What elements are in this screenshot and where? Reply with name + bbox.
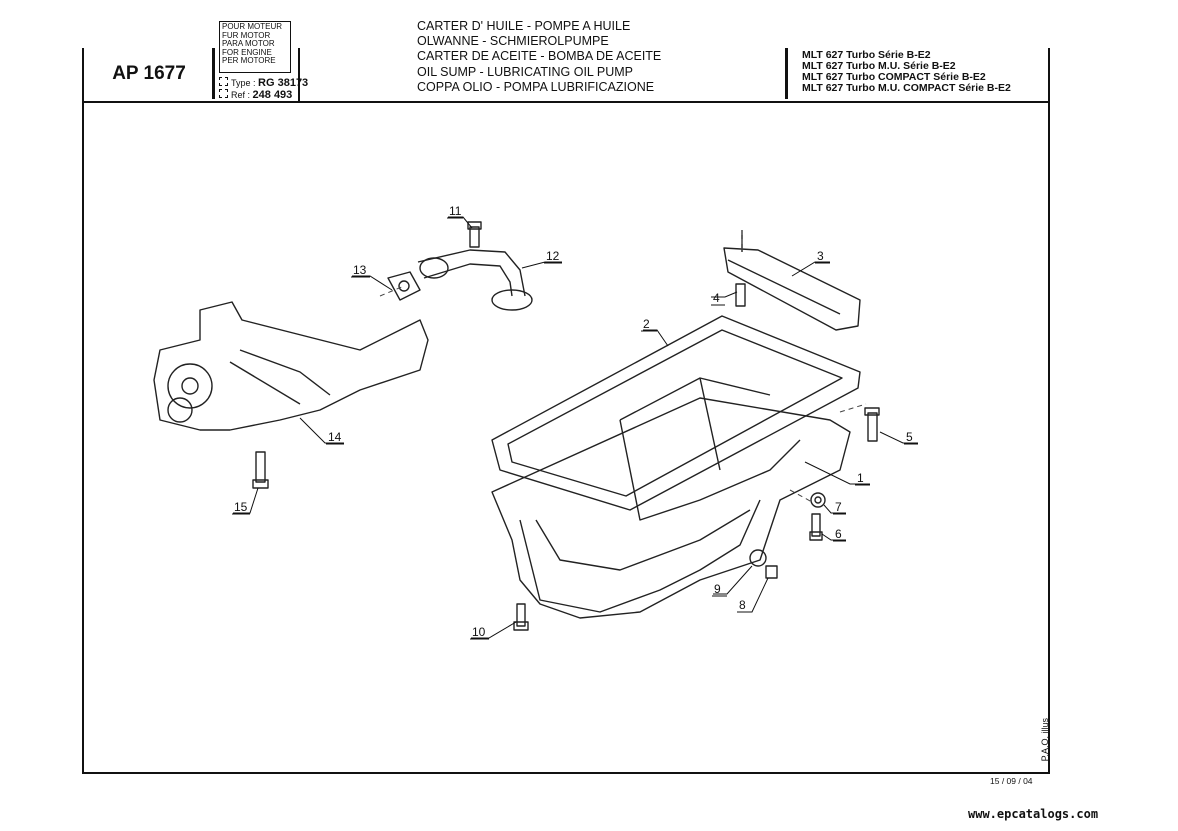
bolt-11 — [467, 221, 482, 248]
leader-6 — [821, 533, 846, 541]
model-item: MLT 627 Turbo M.U. COMPACT Série B-E2 — [802, 82, 1011, 94]
engine-label-de: FUR MOTOR — [222, 30, 271, 40]
callout-5: 5 — [906, 430, 913, 444]
leader-9 — [713, 565, 753, 595]
title-en: OIL SUMP - LUBRICATING OIL PUMP — [417, 64, 634, 79]
callout-4: 4 — [713, 291, 720, 305]
suction-pipe — [417, 249, 533, 311]
callout-7: 7 — [835, 500, 842, 514]
callout-1: 1 — [857, 471, 864, 485]
title-fr: CARTER D' HUILE - POMPE A HUILE — [417, 19, 631, 33]
engine-label-en: FOR ENGINE — [222, 47, 272, 57]
engine-type-ref: Type : RG 38173 Ref : 248 493 — [219, 77, 308, 101]
leader-12 — [521, 261, 562, 269]
oil-pump — [153, 301, 429, 431]
bolt-10 — [513, 603, 529, 631]
engine-label-box: POUR MOTEUR FUR MOTOR PARA MOTOR FOR ENG… — [219, 21, 291, 73]
ref-value: 248 493 — [252, 89, 293, 101]
leader-11 — [448, 216, 473, 229]
leader-5 — [879, 431, 918, 444]
pipe-gasket — [387, 271, 421, 301]
engine-label-it: PER MOTORE — [222, 56, 276, 66]
leader-14 — [299, 417, 344, 444]
website-watermark: www.epcatalogs.com — [968, 807, 1099, 821]
checkbox-icon — [219, 89, 228, 98]
leader-4 — [711, 291, 738, 298]
seal-ring — [749, 549, 767, 567]
ref-label: Ref : — [231, 90, 251, 100]
model-item: MLT 627 Turbo M.U. Série B-E2 — [802, 60, 956, 72]
engine-label-es: PARA MOTOR — [222, 39, 275, 49]
washer-7 — [810, 492, 826, 508]
pao-illus-credit: P.A.O. illus — [1040, 718, 1050, 762]
title-es: CARTER DE ACEITE - BOMBA DE ACEITE — [417, 49, 662, 64]
leader-13 — [352, 275, 393, 291]
print-date: 15 / 09 / 04 — [990, 776, 1033, 786]
drawing-frame — [82, 48, 1050, 774]
bolt-5 — [864, 407, 880, 442]
leader-10 — [471, 621, 517, 639]
callout-12: 12 — [546, 249, 560, 263]
callout-14: 14 — [328, 430, 342, 444]
model-item: MLT 627 Turbo Série B-E2 — [802, 49, 931, 61]
type-value: RG 38173 — [258, 77, 309, 89]
callout-2: 2 — [643, 317, 650, 331]
leader-3 — [791, 261, 830, 277]
header-divider — [298, 48, 300, 101]
callout-9: 9 — [714, 582, 721, 596]
title-de: OLWANNE - SCHMIEROLPUMPE — [417, 34, 609, 49]
checkbox-icon — [219, 77, 228, 86]
callout-15: 15 — [234, 500, 248, 514]
callout-3: 3 — [817, 249, 824, 263]
page-title-block: CARTER D' HUILE - POMPE A HUILE OLWANNE … — [417, 19, 661, 95]
stud-bolt — [735, 283, 746, 307]
leader-1 — [804, 461, 870, 485]
callout-6: 6 — [835, 527, 842, 541]
header-rule — [82, 101, 1048, 103]
leader-15 — [233, 487, 259, 514]
title-it: COPPA OLIO - POMPA LUBRIFICAZIONE — [417, 79, 655, 94]
model-item: MLT 627 Turbo COMPACT Série B-E2 — [802, 71, 986, 83]
callout-11: 11 — [449, 204, 462, 218]
bolt-6 — [809, 513, 823, 541]
callout-13: 13 — [353, 263, 367, 277]
bolt-15 — [252, 451, 269, 489]
type-label: Type : — [231, 78, 256, 88]
callout-10: 10 — [472, 625, 486, 639]
leader-7 — [823, 504, 846, 514]
bracket-rail — [723, 230, 861, 331]
model-list: MLT 627 Turbo Série B-E2 MLT 627 Turbo M… — [785, 48, 1043, 99]
engine-label-fr: POUR MOTEUR — [222, 22, 282, 31]
leader-2 — [643, 329, 669, 347]
drain-plug — [765, 565, 778, 579]
oil-sump-pan — [491, 377, 851, 619]
page-code: AP 1677 — [86, 48, 215, 99]
callout-8: 8 — [739, 598, 746, 612]
oil-sump-gasket — [491, 315, 861, 511]
